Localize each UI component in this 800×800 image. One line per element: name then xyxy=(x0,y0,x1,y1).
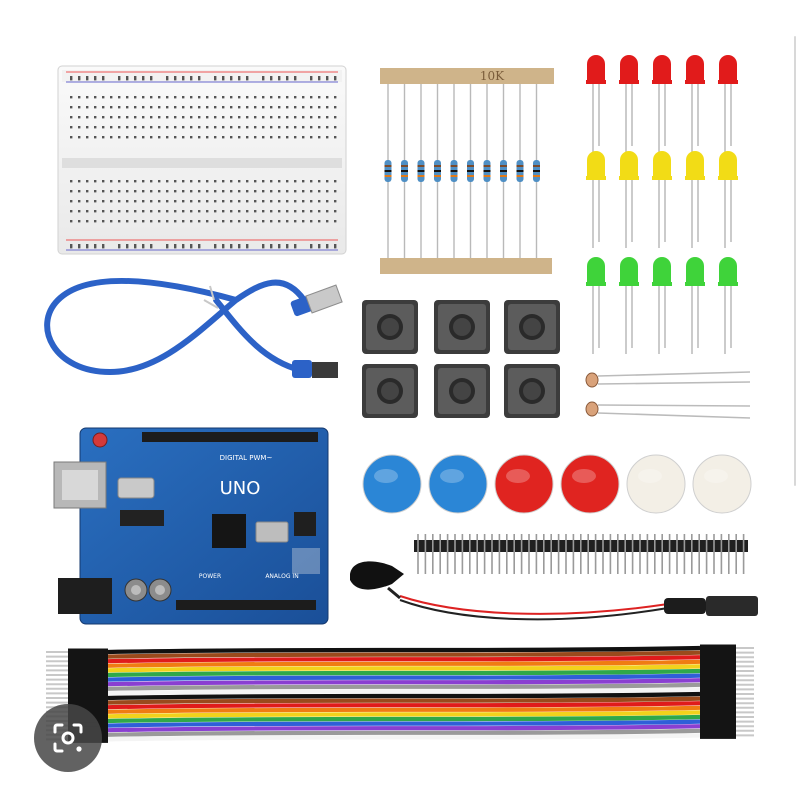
led xyxy=(652,55,672,152)
breadboard xyxy=(57,65,347,255)
led xyxy=(652,257,672,354)
digital-header-label: DIGITAL PWM~ xyxy=(220,454,273,462)
tactile-button xyxy=(504,300,560,354)
jumper-wire xyxy=(46,690,754,702)
jumper-wires xyxy=(46,644,754,743)
scroll-indicator xyxy=(794,36,796,486)
tactile-button xyxy=(504,364,560,418)
led xyxy=(685,257,705,354)
button-cap xyxy=(494,454,554,514)
led xyxy=(685,55,705,152)
photoresistors xyxy=(585,371,751,419)
led xyxy=(718,151,738,248)
led xyxy=(718,257,738,354)
analog-header-label: ANALOG IN xyxy=(265,573,298,580)
jumper-wire xyxy=(46,662,754,674)
jumper-wire xyxy=(46,644,754,656)
resistor-value-label: 10K xyxy=(480,69,505,83)
breadboard-holes xyxy=(70,76,337,249)
button-cap xyxy=(428,454,488,514)
led xyxy=(586,257,606,354)
tactile-button xyxy=(434,300,490,354)
tactile-button xyxy=(362,300,418,354)
button-cap xyxy=(626,454,686,514)
pin-header-strip xyxy=(414,534,748,574)
arduino-uno-board: UNO DIGITAL PWM~ POWER ANALOG IN xyxy=(53,427,329,625)
led xyxy=(619,151,639,248)
tactile-button xyxy=(434,364,490,418)
jumper-wire xyxy=(46,685,754,697)
led xyxy=(652,151,672,248)
led xyxy=(619,257,639,354)
tactile-button xyxy=(362,364,418,418)
resistors xyxy=(384,84,540,258)
jumper-wire xyxy=(46,658,754,670)
button-cap xyxy=(692,454,752,514)
button-cap xyxy=(560,454,620,514)
led-grid xyxy=(586,55,738,354)
led xyxy=(718,55,738,152)
button-caps xyxy=(362,454,752,514)
usb-cable xyxy=(44,277,343,378)
jumper-wire xyxy=(46,695,754,707)
usb-b-plug xyxy=(292,360,338,378)
image-search-icon xyxy=(53,723,83,753)
battery-clip-cable xyxy=(350,561,758,621)
led xyxy=(619,55,639,152)
resistor-strip: 10K xyxy=(380,68,554,274)
jumper-wire xyxy=(46,667,754,679)
jumper-wire xyxy=(46,676,754,688)
jumper-wire xyxy=(46,672,754,684)
board-brand-label: UNO xyxy=(220,478,261,499)
led xyxy=(586,55,606,152)
tactile-buttons xyxy=(362,300,560,418)
button-cap xyxy=(362,454,422,514)
usb-a-plug xyxy=(290,284,343,317)
power-header-label: POWER xyxy=(199,573,221,580)
jumper-wire xyxy=(46,653,754,665)
jumper-wire xyxy=(46,681,754,693)
led xyxy=(685,151,705,248)
image-search-button[interactable] xyxy=(34,704,102,772)
jumper-wire xyxy=(46,649,754,661)
led xyxy=(586,151,606,248)
